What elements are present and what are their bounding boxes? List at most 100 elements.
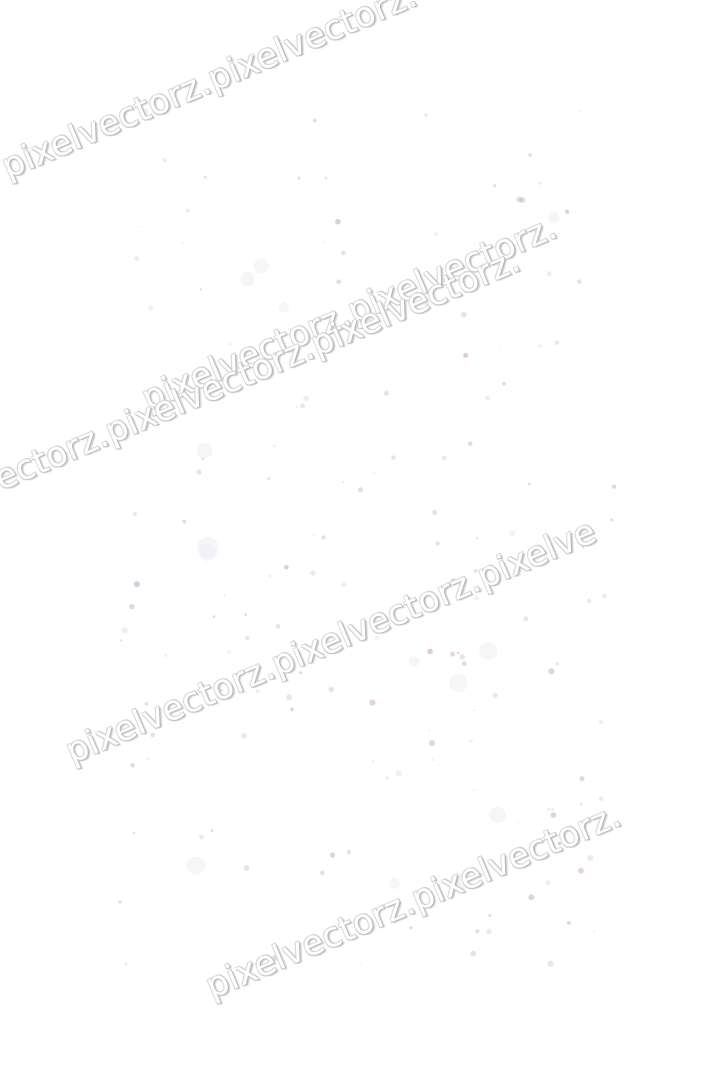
speckle-dot (119, 639, 123, 642)
speckle-dot (357, 487, 364, 493)
speckle-blur (198, 543, 217, 561)
speckle-dot (499, 346, 502, 348)
speckle-dot (473, 709, 475, 712)
speckle-dot (120, 113, 124, 118)
speckle-dot (386, 776, 389, 779)
speckle-dot (484, 395, 490, 401)
speckle-dot (462, 661, 467, 666)
speckle-blur (479, 642, 498, 661)
speckle-dot (555, 662, 559, 666)
speckle-dot (203, 175, 207, 179)
speckle-dot (241, 732, 248, 739)
speckle-dot (538, 181, 542, 185)
speckle-dot (124, 963, 128, 966)
speckle-dot (181, 242, 184, 245)
speckle-dot (476, 537, 478, 540)
speckle-dot (336, 279, 342, 285)
speckle-dot (245, 635, 250, 641)
speckle-dot (545, 880, 551, 886)
speckle-dot (303, 395, 309, 402)
speckle-dot (150, 732, 156, 738)
speckle-blur (489, 806, 506, 823)
speckle-blur (389, 878, 401, 889)
speckle-dot (286, 694, 292, 701)
speckle-dot (346, 849, 352, 855)
speckle-blur (187, 856, 205, 875)
speckle-dot (359, 304, 362, 306)
speckle-dot (268, 574, 271, 578)
speckle-dot (312, 534, 315, 537)
speckle-dot (493, 184, 497, 188)
speckle-dot (374, 635, 380, 641)
speckle-dot (429, 740, 435, 747)
speckle-dot (468, 259, 471, 262)
speckle-dot (284, 564, 289, 570)
speckle-dot (567, 921, 571, 925)
speckle-dot (359, 963, 362, 966)
speckle-dot (196, 469, 202, 475)
speckle-dot (538, 344, 542, 348)
speckle-dot (134, 255, 140, 262)
speckle-dot (463, 352, 469, 358)
speckle-dot (162, 158, 167, 163)
speckle-dot (236, 675, 240, 679)
speckle-dot (467, 441, 473, 447)
speckle-dot (342, 481, 345, 483)
speckle-dot (277, 358, 280, 361)
speckle-dot (546, 271, 552, 277)
speckle-dot (503, 929, 506, 932)
speckle-blur (449, 673, 468, 693)
speckle-dot (565, 209, 570, 214)
speckle-dot (219, 689, 223, 692)
speckle-dot (519, 197, 526, 203)
speckle-dot (144, 702, 149, 706)
speckle-dot (133, 831, 136, 835)
speckle-dot (550, 812, 557, 818)
speckle-dot (474, 595, 480, 601)
speckle-dot (528, 894, 535, 901)
speckle-dot (163, 653, 168, 658)
speckle-dot (610, 518, 614, 522)
speckle-dot (486, 928, 492, 935)
speckle-dot (275, 624, 281, 629)
speckle-dot (469, 738, 474, 744)
speckle-dot (243, 865, 250, 871)
speckle-dot (428, 729, 431, 732)
speckle-dot (182, 698, 189, 705)
speckle-dot (579, 110, 582, 113)
speckle-dot (475, 929, 480, 934)
speckle-dot (580, 803, 583, 806)
speckle-dot (255, 689, 260, 694)
speckle-dot (578, 867, 584, 874)
speckle-dot (367, 318, 373, 323)
speckle-dot (579, 776, 585, 782)
speckle-dot (502, 381, 506, 386)
speckle-dot (459, 654, 466, 660)
speckle-blur (197, 443, 213, 459)
speckle-dot (129, 604, 135, 610)
speckle-dot (373, 471, 376, 474)
speckle-dot (483, 864, 486, 866)
speckle-dot (581, 546, 584, 549)
speckle-dot (133, 581, 140, 588)
speckle-dot (300, 403, 306, 409)
speckle-dot (371, 759, 376, 763)
speckle-dot (456, 651, 460, 655)
speckle-dot (295, 405, 299, 408)
speckle-blur (278, 302, 289, 313)
speckle-dot (528, 153, 533, 157)
speckle-dot (470, 950, 476, 957)
speckle-dot (437, 902, 440, 904)
speckle-dot (477, 872, 483, 878)
speckle-dot (182, 519, 187, 524)
speckle-dot (442, 455, 447, 461)
speckle-dot (227, 649, 232, 655)
speckle-dot (598, 796, 604, 802)
speckle-dot (395, 770, 402, 777)
speckle-dot (273, 444, 276, 448)
speckle-dot (321, 535, 326, 540)
speckle-dot (329, 852, 336, 858)
speckle-dot (320, 870, 325, 875)
speckle-blur (449, 872, 468, 892)
